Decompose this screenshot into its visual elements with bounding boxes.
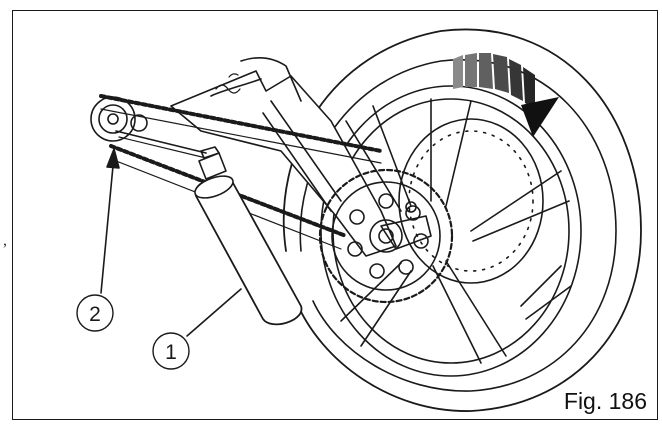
rear-wheel-icon [282,28,642,412]
rotation-arrow-icon [453,53,559,137]
swingarm [170,56,397,257]
callout-1: 1 [152,332,190,370]
callout-2-label: 2 [89,303,101,326]
figure-frame: 2 1 Fig. 186 [12,10,658,420]
stray-mark: , [3,232,7,249]
callout-2-leader [100,148,120,294]
spray-can-icon [115,130,303,326]
figure-caption: Fig. 186 [563,388,647,414]
callout-2: 2 [76,294,114,332]
callout-1-label: 1 [165,341,177,364]
motorcycle-chain-lubrication-diagram: 2 1 [76,28,642,412]
callout-1-leader [186,288,242,337]
